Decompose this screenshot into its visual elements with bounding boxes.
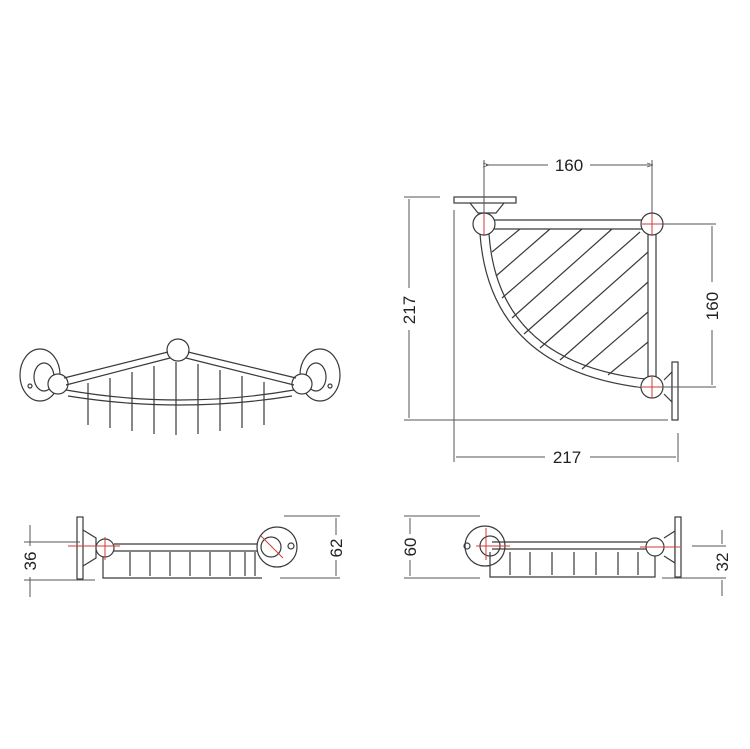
- dim-160-top: 160: [555, 156, 583, 175]
- dim-217-vertical: 217: [400, 296, 419, 324]
- side-view-right: 60 32: [401, 515, 732, 596]
- side-view-left: 36 62: [21, 515, 346, 597]
- dim-36: 36: [21, 552, 40, 571]
- basket-wires: [491, 228, 649, 376]
- dim-217-horizontal: 217: [553, 448, 581, 467]
- side-right-wires: [509, 552, 639, 575]
- dim-160-side: 160: [703, 292, 722, 320]
- dim-32: 32: [713, 553, 732, 572]
- dim-60: 60: [401, 538, 420, 557]
- top-view: 160 160 217 217: [400, 156, 722, 467]
- side-left-wires: [129, 552, 256, 576]
- front-view: [19, 338, 341, 435]
- dim-62: 62: [327, 539, 346, 558]
- front-wires: [87, 362, 265, 435]
